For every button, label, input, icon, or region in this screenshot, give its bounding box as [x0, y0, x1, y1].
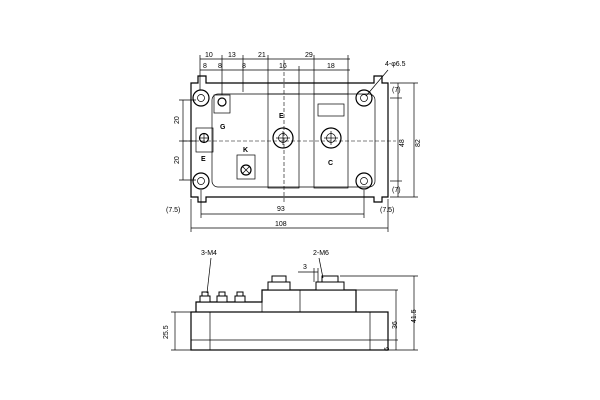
dim-21: 21 — [258, 52, 266, 59]
dim-left-20-bottom: 20 — [174, 156, 181, 164]
top-view: E G E K C 10 13 21 29 8 8 8 16 18 4- — [166, 52, 422, 232]
mounting-hole-bottom-right — [355, 172, 373, 190]
dim-bottom-7-5-right: (7.5) — [380, 207, 394, 214]
dim-bottom-93: 93 — [277, 206, 285, 213]
terminal-label-g: G — [220, 124, 226, 131]
terminal-screw-e-main — [272, 127, 294, 149]
top-view-inner-outline — [211, 93, 376, 188]
mounting-hole-top-left — [192, 89, 210, 107]
dim-right-7-bottom: (7) — [392, 187, 401, 194]
terminal-screw-c — [320, 127, 342, 149]
dim-side-25-5: 25.5 — [163, 325, 170, 339]
hole-note-leader — [365, 69, 389, 97]
terminal-screw-g — [217, 97, 227, 107]
terminal-label-c: C — [328, 160, 333, 167]
terminal-label-k: K — [243, 147, 248, 154]
dim-side-41-5: 41.5 — [411, 309, 418, 323]
dim-8-c: 8 — [242, 63, 246, 70]
hole-note: 4-φ6.5 — [385, 61, 406, 68]
side-view: 3-M4 2-M6 3 25.5 36 41.5 6 — [163, 250, 418, 351]
dim-right-48: 48 — [399, 139, 406, 147]
dim-right-82: 82 — [415, 139, 422, 147]
terminal-block-e-left — [195, 127, 214, 153]
right-dimensions: (7) 48 82 (7) — [390, 82, 422, 198]
dim-bottom-7-5-left: (7.5) — [166, 207, 180, 214]
dim-side-3: 3 — [303, 264, 307, 271]
left-dimensions: 20 20 — [174, 99, 196, 181]
m4-terminals — [199, 291, 246, 303]
dim-side-36: 36 — [392, 321, 399, 329]
dim-right-7-top: (7) — [392, 87, 401, 94]
dim-10: 10 — [205, 52, 213, 59]
dim-29: 29 — [305, 52, 313, 59]
top-dimensions: 10 13 21 29 8 8 8 16 18 — [199, 52, 350, 95]
terminal-block-k — [236, 154, 256, 180]
dim-8-a: 8 — [203, 63, 207, 70]
terminal-c-tab — [317, 103, 345, 117]
mounting-hole-bottom-left — [192, 172, 210, 190]
dim-16: 16 — [279, 63, 287, 70]
dim-8-b: 8 — [218, 63, 222, 70]
bottom-dimensions: (7.5) 93 (7.5) 108 — [166, 190, 394, 232]
dim-overall-108: 108 — [275, 221, 287, 228]
dim-left-20-top: 20 — [174, 116, 181, 124]
note-2-m6: 2-M6 — [313, 250, 329, 257]
terminal-block-c — [313, 93, 349, 189]
terminal-label-e-left: E — [201, 156, 206, 163]
leader-2-m6 — [318, 257, 324, 279]
dim-side-6: 6 — [384, 347, 391, 351]
m6-terminals — [267, 275, 345, 291]
note-3-m4: 3-M4 — [201, 250, 217, 257]
mounting-hole-top-right — [355, 89, 373, 107]
side-base-plate — [190, 311, 389, 351]
terminal-label-e-main: E — [279, 113, 284, 120]
dim-18: 18 — [327, 63, 335, 70]
leader-3-m4 — [206, 257, 212, 294]
terminal-block-e-main — [267, 93, 300, 189]
dim-13: 13 — [228, 52, 236, 59]
terminal-screw-k — [240, 164, 252, 176]
